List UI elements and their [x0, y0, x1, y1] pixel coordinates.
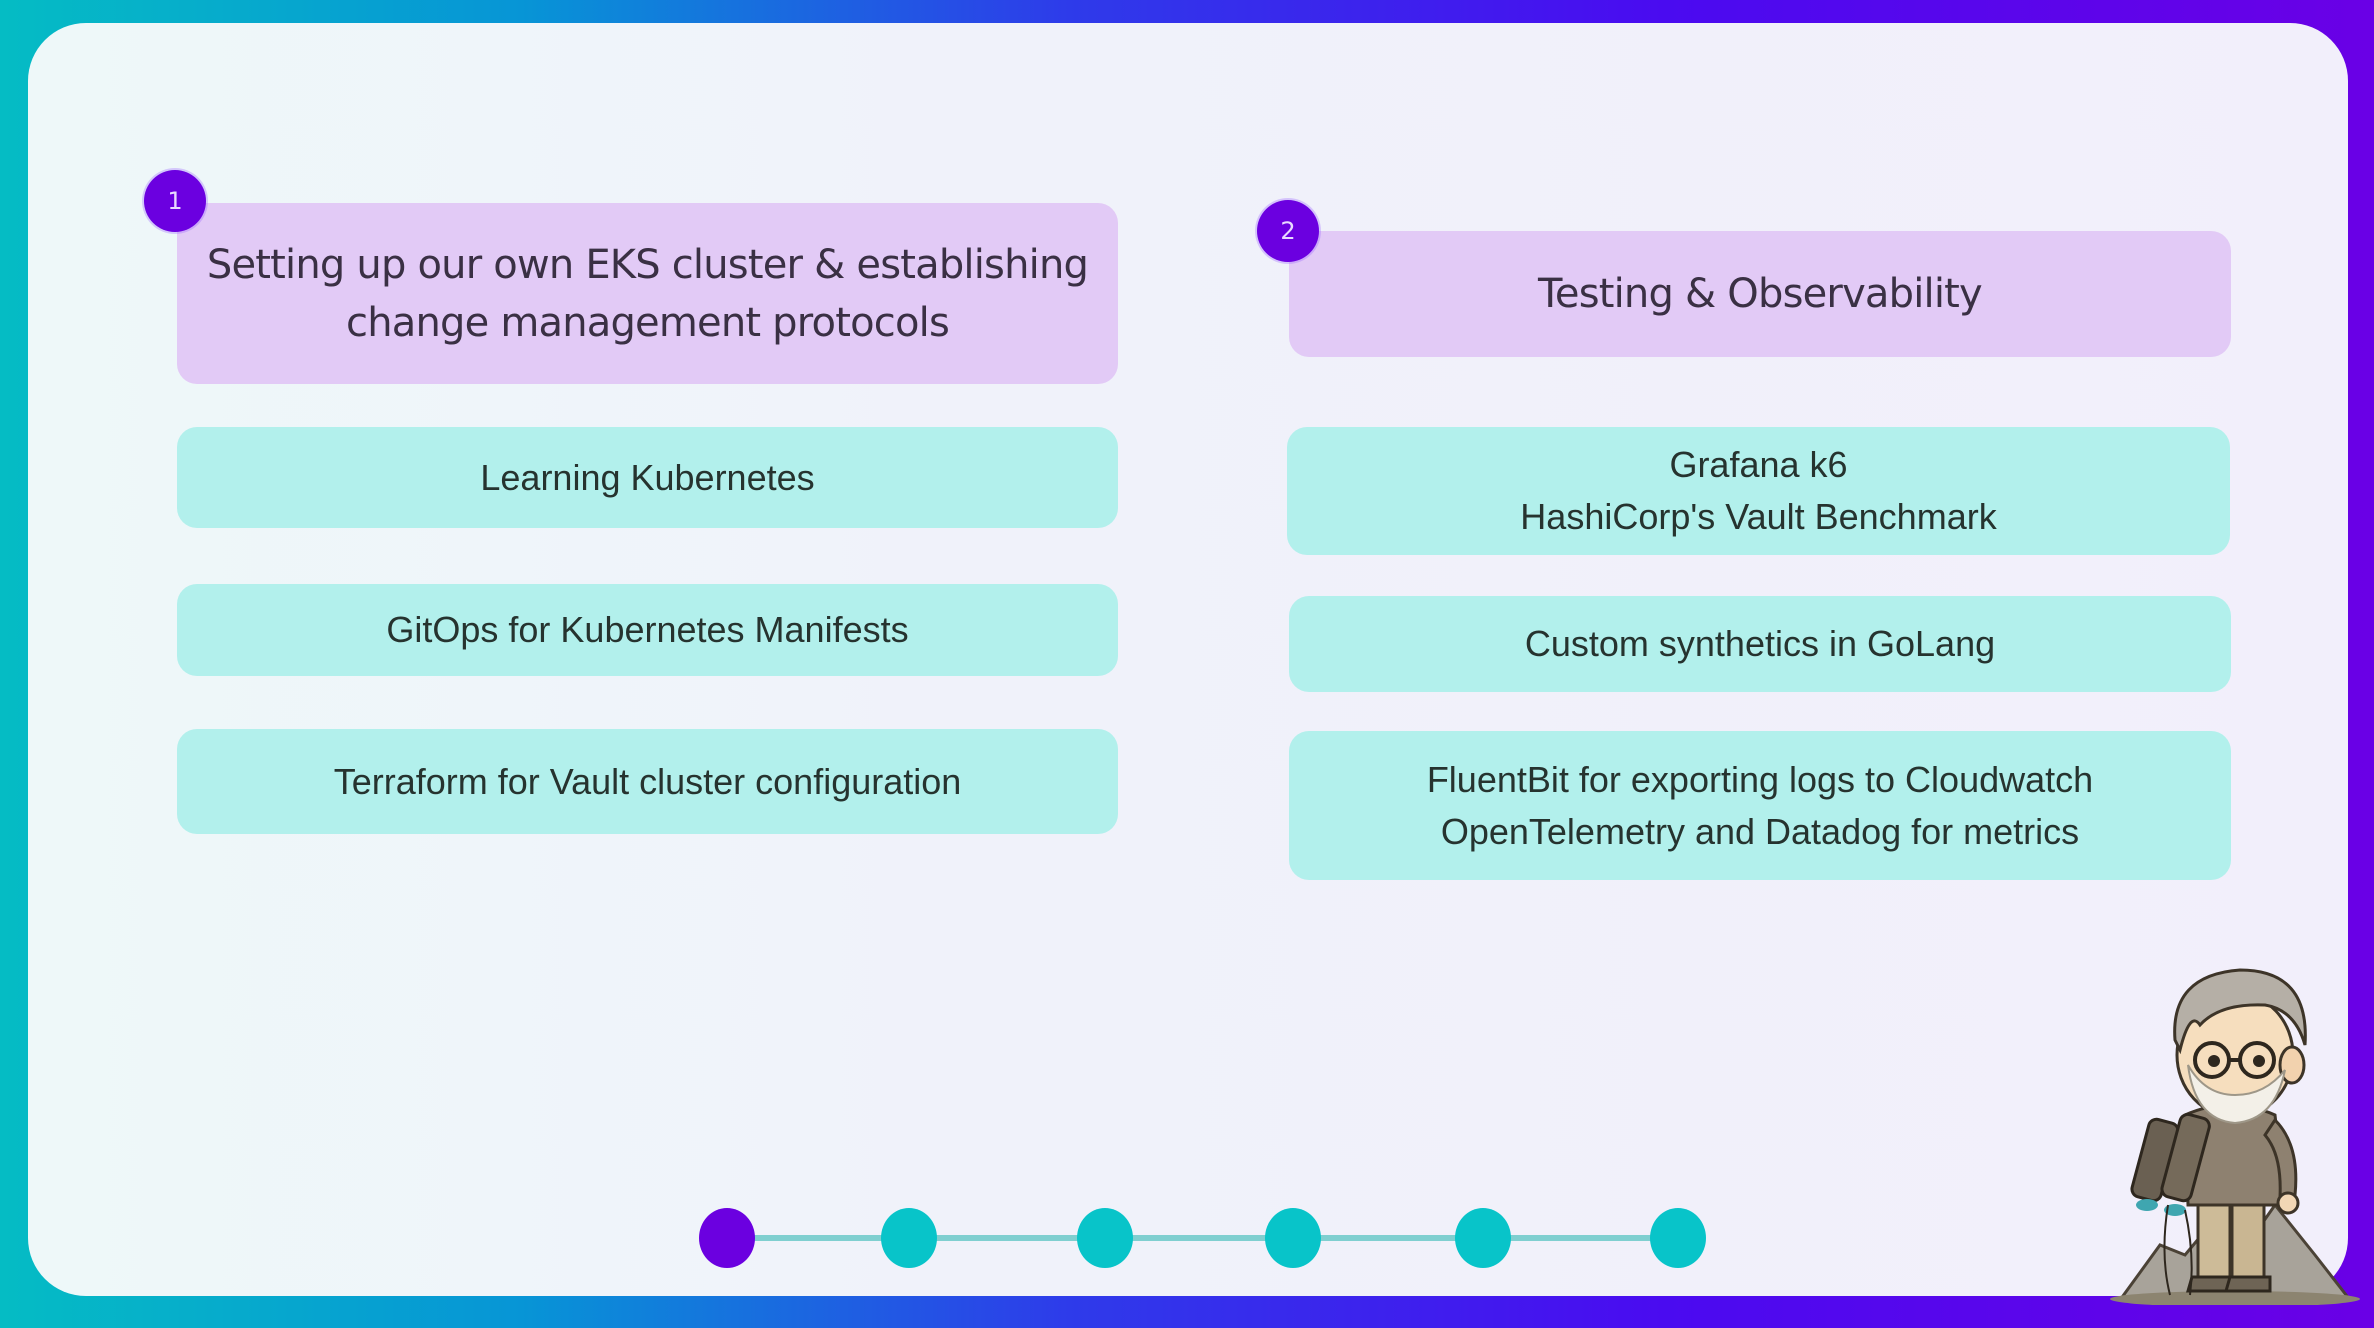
mascot-binoculars-illustration	[2110, 968, 2360, 1305]
section-number: 1	[167, 187, 183, 215]
topic-text: HashiCorp's Vault Benchmark	[1520, 496, 1997, 537]
section-title-line: change management protocols	[346, 299, 950, 346]
topic-text: Terraform for Vault cluster configuratio…	[333, 760, 962, 802]
topic-card: FluentBit for exporting logs to Cloudwat…	[1289, 731, 2231, 880]
section-header-card: Testing & Observability	[1289, 231, 2231, 357]
topic-card: Learning Kubernetes	[177, 427, 1118, 528]
topic-text: Grafana k6	[1669, 444, 1848, 485]
step-dot-3[interactable]	[1077, 1208, 1133, 1268]
topic-text: GitOps for Kubernetes Manifests	[386, 609, 909, 650]
step-dot-5[interactable]	[1455, 1208, 1511, 1268]
step-dot-1[interactable]	[699, 1208, 755, 1268]
step-dot-4[interactable]	[1265, 1208, 1321, 1268]
section-number-badge: 2	[1257, 200, 1319, 262]
topic-card: Terraform for Vault cluster configuratio…	[177, 729, 1118, 834]
section-header-card: Setting up our own EKS cluster & establi…	[177, 203, 1118, 384]
section-number-badge: 1	[144, 170, 206, 232]
topic-text: FluentBit for exporting logs to Cloudwat…	[1426, 758, 2094, 800]
section-title-line: Setting up our own EKS cluster & establi…	[206, 241, 1089, 288]
stepper-line	[727, 1235, 1678, 1241]
section-number: 2	[1280, 217, 1296, 245]
topic-card: Grafana k6 HashiCorp's Vault Benchmark	[1287, 427, 2230, 555]
topic-text: OpenTelemetry and Datadog for metrics	[1440, 810, 2080, 852]
topic-card: Custom synthetics in GoLang	[1289, 596, 2231, 692]
topic-text: Custom synthetics in GoLang	[1524, 623, 1996, 664]
step-dot-6[interactable]	[1650, 1208, 1706, 1268]
section-title-line: Testing & Observability	[1538, 271, 1983, 317]
topic-text: Learning Kubernetes	[480, 456, 815, 498]
topic-card: GitOps for Kubernetes Manifests	[177, 584, 1118, 676]
step-dot-2[interactable]	[881, 1208, 937, 1268]
